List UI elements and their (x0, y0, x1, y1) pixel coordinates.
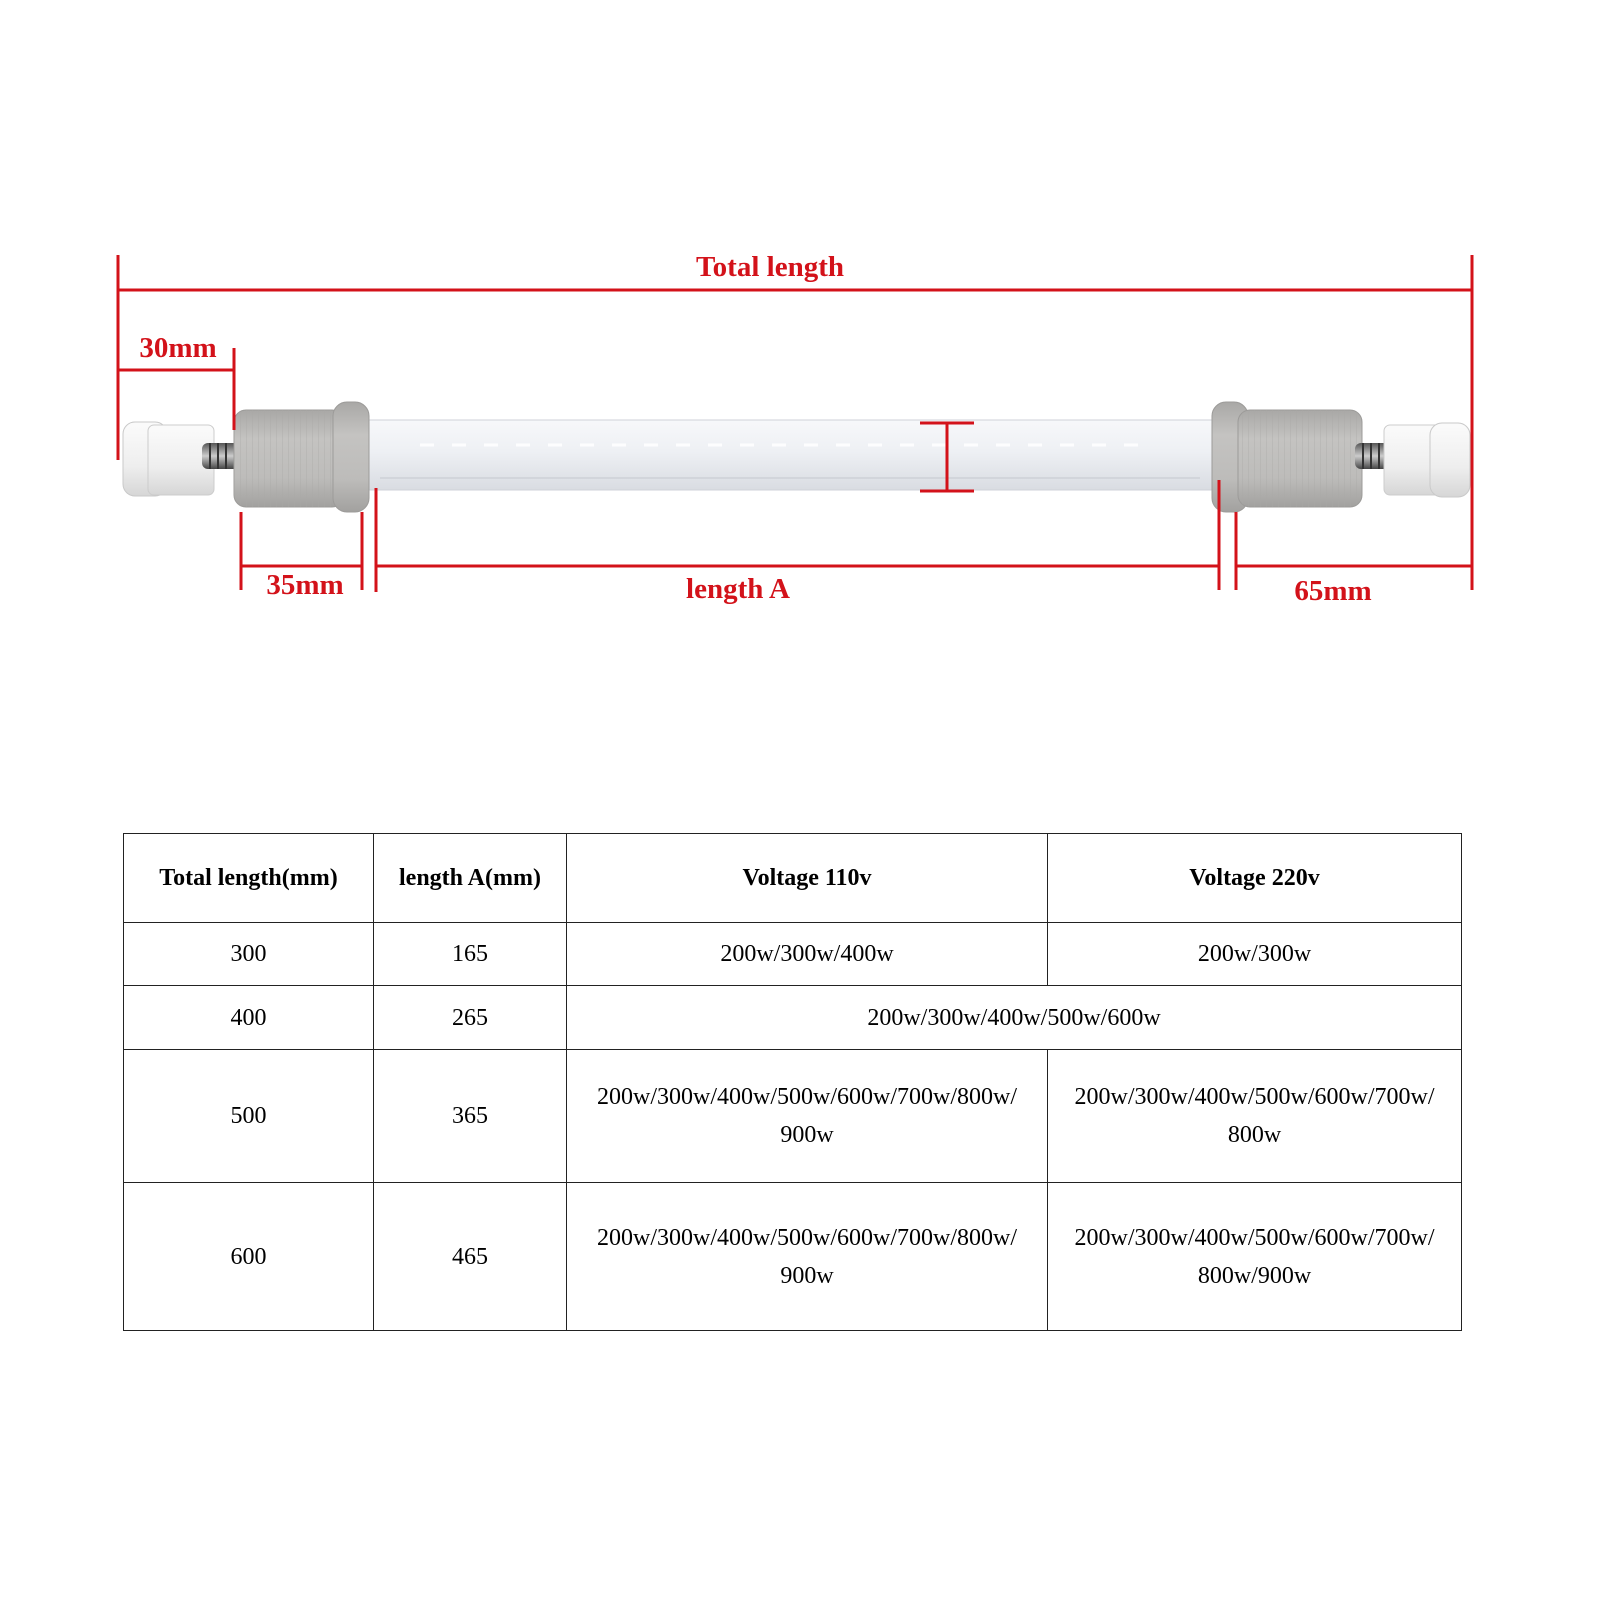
specification-table: Total length(mm) length A(mm) Voltage 11… (123, 833, 1462, 1331)
cell-total-length: 400 (123, 985, 374, 1050)
table-header-row: Total length(mm) length A(mm) Voltage 11… (123, 833, 1462, 923)
cell-voltage-110v: 200w/300w/400w (566, 922, 1048, 986)
left-end-cap (122, 421, 215, 497)
total-length-label: Total length (696, 251, 844, 283)
header-voltage-220v: Voltage 220v (1047, 833, 1462, 923)
left-spring-contact (202, 443, 240, 469)
header-length-a: length A(mm) (373, 833, 567, 923)
cell-length-a: 365 (373, 1049, 567, 1183)
table-row: 400 265 200w/300w/400w/500w/600w (123, 985, 1462, 1050)
cell-voltage-both: 200w/300w/400w/500w/600w (566, 985, 1462, 1050)
right-end-cap (1383, 422, 1471, 498)
cell-voltage-220v: 200w/300w (1047, 922, 1462, 986)
cell-voltage-220v: 200w/300w/400w/500w/600w/700w/ 800w (1047, 1049, 1462, 1183)
cell-voltage-110v: 200w/300w/400w/500w/600w/700w/800w/ 900w (566, 1182, 1048, 1331)
header-voltage-110v: Voltage 110v (566, 833, 1048, 923)
left-holder-dimension-label: 35mm (266, 569, 343, 601)
cell-length-a: 265 (373, 985, 567, 1050)
header-total-length: Total length(mm) (123, 833, 374, 923)
right-ceramic-holder (1211, 401, 1363, 513)
right-spring-contact (1355, 443, 1391, 469)
left-ceramic-holder (233, 401, 370, 513)
table-row: 600 465 200w/300w/400w/500w/600w/700w/80… (123, 1182, 1462, 1331)
cell-total-length: 500 (123, 1049, 374, 1183)
cell-length-a: 165 (373, 922, 567, 986)
left-cap-dimension-label: 30mm (139, 332, 216, 364)
table-row: 300 165 200w/300w/400w 200w/300w (123, 922, 1462, 986)
length-a-label: length A (686, 573, 790, 605)
cell-voltage-110v: 200w/300w/400w/500w/600w/700w/800w/ 900w (566, 1049, 1048, 1183)
heater-tube-diagram: Total length 30mm 35mm length A 65mm (116, 251, 1474, 607)
cell-voltage-220v: 200w/300w/400w/500w/600w/700w/ 800w/900w (1047, 1182, 1462, 1331)
dimension-lines (116, 255, 1474, 592)
cell-length-a: 465 (373, 1182, 567, 1331)
cell-total-length: 300 (123, 922, 374, 986)
quartz-tube (349, 419, 1231, 491)
table-row: 500 365 200w/300w/400w/500w/600w/700w/80… (123, 1049, 1462, 1183)
right-end-dimension-label: 65mm (1294, 575, 1371, 607)
cell-total-length: 600 (123, 1182, 374, 1331)
